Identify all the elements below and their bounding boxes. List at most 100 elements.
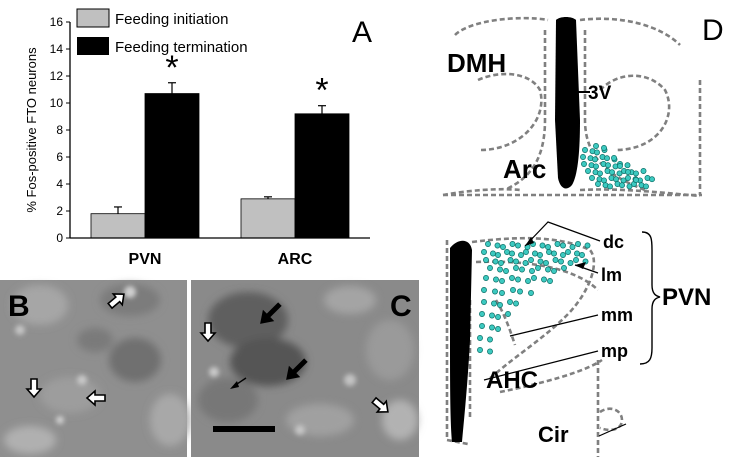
- neuron-dot: [510, 287, 516, 293]
- neuron-dot: [594, 149, 600, 156]
- neuron-dot: [507, 299, 513, 305]
- neuron-dot: [567, 260, 574, 266]
- neuron-dot: [649, 176, 655, 183]
- neuron-dot: [616, 170, 623, 177]
- neuron-dot: [640, 168, 647, 174]
- solid-arrow-icon: [286, 358, 308, 380]
- neuron-dot: [574, 250, 580, 257]
- neuron-dot: [513, 300, 519, 307]
- bar-pvn-termination: [144, 93, 200, 239]
- neuron-dot: [479, 323, 485, 329]
- label-pvn: PVN: [662, 284, 711, 311]
- scale-bar: [213, 426, 275, 432]
- neuron-dot: [491, 300, 497, 307]
- neuron-dot: [495, 314, 501, 320]
- neuron-dot: [529, 268, 535, 274]
- panel-label-b: B: [8, 290, 30, 323]
- neuron-dot: [625, 175, 631, 181]
- neuron-dot: [531, 275, 537, 281]
- y-tick-label: 2: [56, 204, 63, 218]
- neuron-dot: [535, 265, 541, 271]
- bar-arc-termination: [294, 113, 350, 239]
- significance-marker: *: [165, 49, 178, 87]
- neuron-dot: [565, 249, 571, 255]
- arc-neuron-dots: [580, 143, 655, 190]
- neuron-dot: [595, 181, 601, 187]
- neuron-dot: [560, 252, 566, 258]
- neuron-dot: [541, 276, 547, 283]
- open-arrow-icon: [199, 322, 217, 343]
- neuron-dot: [539, 242, 546, 249]
- neuron-dot: [498, 260, 504, 266]
- neuron-dot: [499, 290, 505, 296]
- neuron-dot: [551, 250, 557, 257]
- neuron-dot: [518, 252, 524, 258]
- neuron-dot: [487, 336, 493, 343]
- neuron-dot: [522, 260, 529, 266]
- neuron-dot: [513, 265, 519, 271]
- neuron-dot: [581, 161, 587, 167]
- neuron-dot: [589, 175, 595, 181]
- neuron-dot: [505, 311, 511, 317]
- neuron-dot: [489, 312, 495, 319]
- neuron-dot: [633, 177, 639, 183]
- diagram-bottom-pvn-section: dc lm mm mp PVN AHC Cir: [445, 221, 711, 457]
- label-ahc: AHC: [486, 367, 538, 394]
- third-ventricle-lower-shape: [450, 240, 472, 442]
- neuron-dot: [537, 258, 544, 265]
- error-bar-group: [114, 82, 326, 214]
- thin-arrow-icon: [230, 377, 247, 389]
- open-arrow-icon: [107, 293, 125, 310]
- neuron-dot: [500, 244, 506, 250]
- panel-label-c: C: [390, 290, 412, 323]
- neuron-dot: [605, 162, 611, 169]
- neuron-dot: [519, 266, 525, 273]
- neuron-dot: [494, 242, 501, 249]
- neuron-dot: [547, 278, 553, 284]
- neuron-dot: [523, 249, 529, 255]
- label-3v: 3V: [588, 83, 612, 104]
- neuron-dot: [607, 183, 613, 190]
- neuron-dot: [483, 257, 489, 263]
- neuron-dot: [528, 257, 534, 263]
- y-tick-label: 0: [56, 231, 63, 245]
- neuron-dot: [509, 241, 516, 247]
- neuron-dot: [492, 288, 498, 295]
- neuron-dot: [495, 252, 501, 258]
- micrograph-c-texture: [198, 286, 418, 440]
- bar-group: [90, 93, 350, 239]
- neuron-dot: [601, 145, 607, 151]
- bar-pvn-initiation: [90, 213, 146, 239]
- y-tick-label: 12: [50, 69, 64, 83]
- third-ventricle-shape: [555, 17, 580, 189]
- neuron-dot: [528, 290, 534, 296]
- legend-label-termination: Feeding termination: [115, 39, 248, 56]
- neuron-dot: [487, 348, 493, 355]
- significance-group: **: [165, 49, 328, 110]
- legend: Feeding initiation Feeding termination: [76, 8, 248, 56]
- neuron-dot: [545, 244, 551, 250]
- neuron-dot: [593, 143, 599, 149]
- label-mm: mm: [601, 305, 633, 325]
- neuron-dot: [643, 183, 649, 190]
- neuron-dot: [481, 299, 487, 305]
- neuron-dot: [525, 278, 531, 284]
- micrograph-b-texture: [4, 284, 190, 454]
- y-tick-label: 8: [56, 123, 63, 137]
- neuron-dot: [585, 168, 591, 174]
- neuron-dot: [504, 249, 510, 255]
- neuron-dot: [481, 287, 487, 293]
- neuron-dot: [584, 242, 591, 249]
- legend-swatch-termination: [77, 37, 109, 55]
- x-category-label: PVN: [129, 251, 162, 268]
- micrograph-panel-c: C: [191, 280, 419, 457]
- neuron-dot: [613, 176, 619, 183]
- open-arrow-icon: [25, 378, 43, 399]
- y-tick-label: 4: [56, 177, 63, 191]
- neuron-dot: [485, 241, 491, 247]
- neuron-dot: [604, 155, 610, 162]
- bar-arc-initiation: [240, 198, 296, 239]
- neuron-dot: [625, 169, 631, 175]
